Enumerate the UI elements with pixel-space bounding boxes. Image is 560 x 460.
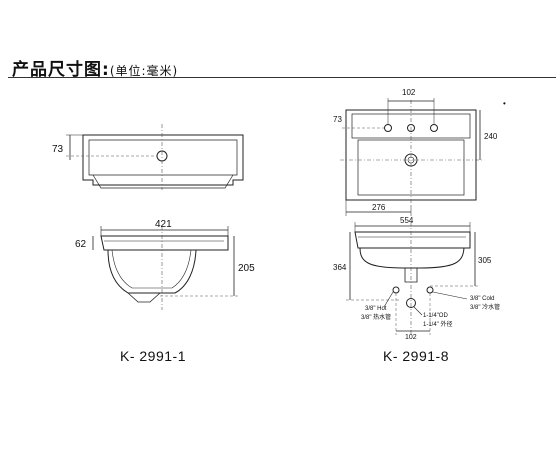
right-side-leader-hot	[383, 291, 394, 308]
right-side-dim-bottom-label: 102	[405, 334, 417, 341]
left-top-outline	[82, 134, 244, 186]
title-divider	[8, 77, 556, 78]
left-top-dim-depth: 73	[52, 144, 64, 155]
right-model-label: K- 2991-8	[383, 348, 449, 364]
right-side-view	[346, 222, 479, 335]
left-side-rim	[100, 235, 229, 251]
right-side-dim-width-label: 554	[400, 216, 414, 225]
left-side-dim-width-label: 421	[155, 219, 172, 230]
right-side-hot-label: 3/8" Hot	[365, 306, 387, 312]
right-side-cold-supply	[426, 286, 434, 294]
right-top-dim-hole-spacing-label: 102	[402, 88, 416, 97]
left-side-drain	[127, 292, 161, 303]
right-side-leader-od	[413, 306, 423, 316]
right-side-waste-outlet	[406, 298, 416, 308]
left-side-bowl-inner	[111, 249, 192, 289]
right-top-deck	[351, 113, 471, 139]
right-side-hot-supply	[392, 286, 400, 294]
right-side-leader-cold	[432, 291, 468, 300]
left-top-rim	[88, 139, 238, 176]
right-side-cold-label: 3/8" Cold	[470, 296, 494, 302]
right-top-dim-offset-label: 276	[372, 203, 386, 212]
right-side-od-cn-label: 1-1/4" 外径	[423, 320, 452, 328]
right-top-dim-depth-label: 73	[333, 115, 342, 124]
header: 产品尺寸图:(单位:毫米)	[0, 0, 560, 80]
title-text: 产品尺寸图:	[12, 60, 110, 80]
left-side-bowl	[107, 249, 197, 294]
right-top-view	[340, 98, 482, 216]
right-top-dim-inner-label: 240	[484, 132, 498, 141]
left-top-view	[66, 124, 244, 190]
right-side-hot-cn-label: 3/8" 热水管	[361, 313, 391, 321]
right-side-dim-bowl-label: 305	[478, 256, 492, 265]
left-top-bowl-edge	[92, 174, 234, 189]
unit-label: (单位:毫米)	[109, 64, 179, 78]
left-side-view	[92, 226, 238, 310]
right-side-bowl	[359, 247, 465, 269]
right-side-dim-total-label: 364	[333, 263, 347, 272]
right-side-cold-cn-label: 3/8" 冷水管	[470, 303, 500, 311]
right-side-od-label: 1-1/4"OD	[423, 313, 448, 319]
left-model-label: K- 2991-1	[120, 348, 186, 364]
left-side-dim-height-label: 205	[238, 263, 255, 274]
left-side-dim-rim-label: 62	[75, 239, 87, 250]
right-top-corner-mark: •	[503, 99, 506, 108]
right-cold-faucet-hole	[430, 124, 438, 132]
right-hot-faucet-hole	[384, 124, 392, 132]
right-side-rim	[354, 231, 471, 249]
page-title: 产品尺寸图:(单位:毫米)	[12, 55, 178, 80]
